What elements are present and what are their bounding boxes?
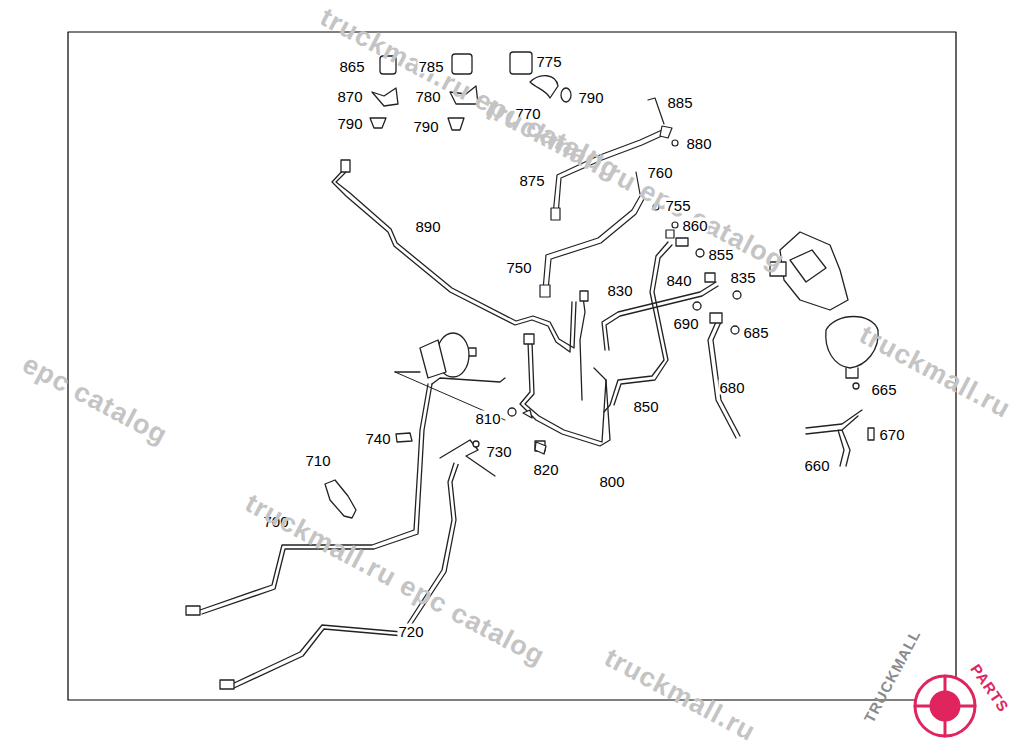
callout-number: 810 xyxy=(474,411,501,426)
callout-number: 790 xyxy=(336,116,363,131)
callout-number: 865 xyxy=(338,59,365,74)
callout-number: 740 xyxy=(364,431,391,446)
callout-number: 875 xyxy=(518,173,545,188)
callout-number: 850 xyxy=(632,399,659,414)
callout-number: 755 xyxy=(664,198,691,213)
brake-pipe xyxy=(332,160,576,352)
logo-gear xyxy=(915,676,975,736)
callout-number: 785 xyxy=(417,59,444,74)
brake-pipe xyxy=(508,334,610,451)
callout-number: 685 xyxy=(742,325,769,340)
callout-number: 885 xyxy=(666,95,693,110)
callout-number: 830 xyxy=(606,283,633,298)
logo-text: PARTS xyxy=(968,661,1012,714)
callout-number: 890 xyxy=(414,219,441,234)
callout-number: 760 xyxy=(646,165,673,180)
watermark-text: truckmall.ru xyxy=(855,321,1015,423)
callout-number: 670 xyxy=(878,427,905,442)
callout-number: 835 xyxy=(729,270,756,285)
callout-number: 860 xyxy=(681,218,708,233)
watermark-text: truckmall.ru epc catalog xyxy=(241,490,549,671)
callout-number: 680 xyxy=(718,380,745,395)
valve-assembly xyxy=(770,232,878,466)
callout-number: 840 xyxy=(665,273,692,288)
callout-number: 710 xyxy=(304,453,331,468)
callout-number: 750 xyxy=(505,260,532,275)
callout-number: 775 xyxy=(535,54,562,69)
callout-number: 665 xyxy=(870,382,897,397)
callout-number: 790 xyxy=(577,90,604,105)
callout-number: 820 xyxy=(532,462,559,477)
callout-number: 800 xyxy=(598,474,625,489)
brake-pipe xyxy=(580,282,718,400)
reservoir xyxy=(395,333,505,420)
brake-pipe xyxy=(186,378,505,615)
callout-number: 720 xyxy=(397,624,424,639)
callout-number: 730 xyxy=(485,444,512,459)
callout-number: 880 xyxy=(685,136,712,151)
small-parts xyxy=(325,433,546,518)
callout-number: 780 xyxy=(414,89,441,104)
brake-hose xyxy=(708,313,740,438)
callout-number: 660 xyxy=(803,458,830,473)
callout-number: 790 xyxy=(412,119,439,134)
callout-number: 855 xyxy=(707,247,734,262)
watermark-text: epc catalog xyxy=(18,351,172,450)
frame xyxy=(68,32,956,700)
watermark-text: truckmall.ru xyxy=(600,644,760,746)
callout-number: 870 xyxy=(336,89,363,104)
logo-text: TRUCKMALL xyxy=(861,627,923,725)
callout-number: 690 xyxy=(672,316,699,331)
